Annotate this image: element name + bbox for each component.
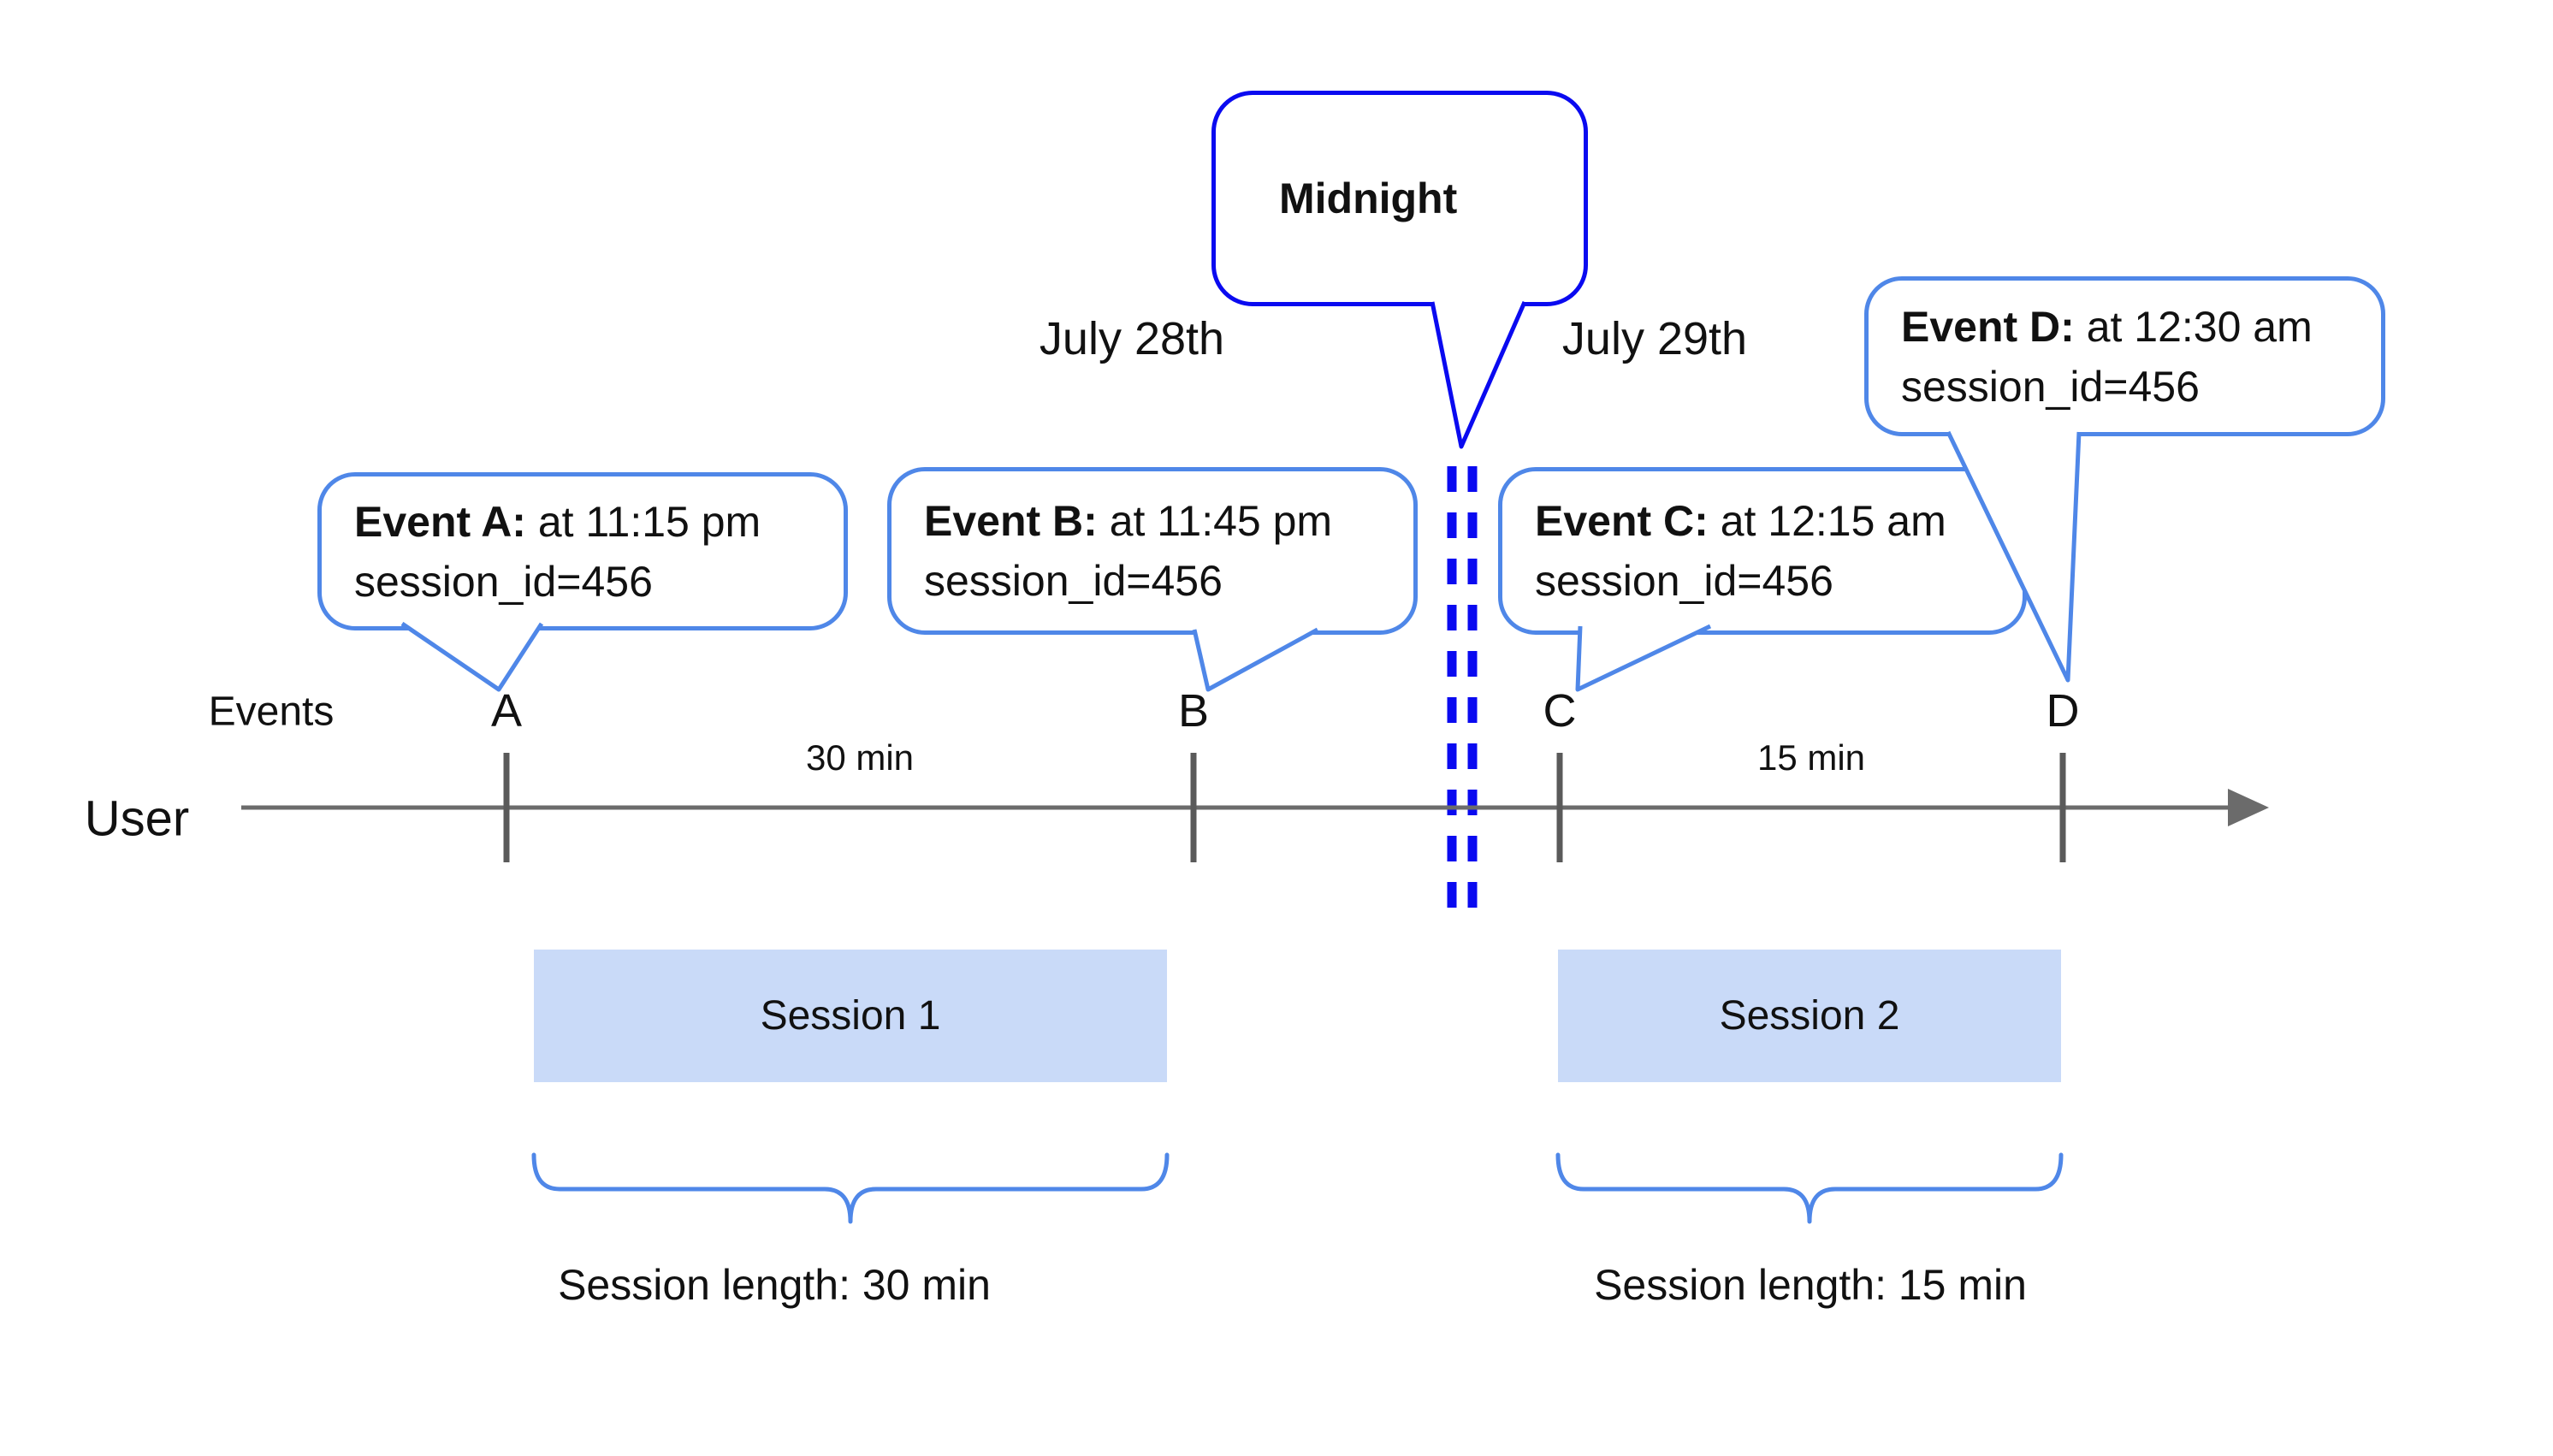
session-1-brace	[531, 1152, 1170, 1224]
session-2-label: Session 2	[1719, 993, 1900, 1039]
event-b-line1: Event B: at 11:45 pm	[924, 491, 1413, 551]
event-c-time: at 12:15 am	[1708, 497, 1946, 545]
midnight-callout-tail	[1430, 300, 1527, 449]
event-d-session-id: session_id=456	[1901, 362, 2200, 411]
event-b-callout-tail	[1192, 627, 1319, 692]
event-c-title: Event C:	[1535, 497, 1709, 545]
midnight-callout-bubble: Midnight	[1211, 91, 1588, 306]
event-b-title: Event B:	[924, 497, 1098, 545]
event-a-session-id: session_id=456	[354, 557, 653, 606]
event-c-callout-bubble: Event C: at 12:15 am session_id=456	[1498, 467, 2027, 635]
event-a-callout-bubble: Event A: at 11:15 pm session_id=456	[317, 472, 848, 630]
duration-label-30min: 30 min	[805, 737, 915, 778]
event-c-session-id: session_id=456	[1535, 557, 1833, 605]
duration-label-15min: 15 min	[1756, 737, 1866, 778]
date-label-july-28: July 28th	[1039, 313, 1225, 364]
events-axis-label: Events	[208, 689, 335, 735]
session-1-length-label: Session length: 30 min	[558, 1261, 991, 1309]
date-label-july-29: July 29th	[1561, 313, 1748, 364]
event-a-callout-tail	[400, 621, 544, 692]
session-2-box: Session 2	[1558, 950, 2061, 1082]
event-c-line1: Event C: at 12:15 am	[1535, 491, 2023, 551]
timeline-arrowhead-icon	[2228, 789, 2269, 826]
event-d-time: at 12:30 am	[2074, 302, 2313, 351]
event-a-title: Event A:	[354, 497, 526, 546]
event-c-callout-tail	[1575, 624, 1712, 692]
event-d-line1: Event D: at 12:30 am	[1901, 297, 2381, 357]
session-2-length-label: Session length: 15 min	[1594, 1261, 2027, 1309]
event-b-time: at 11:45 pm	[1097, 497, 1333, 545]
midnight-label: Midnight	[1279, 175, 1458, 222]
tick-label-c: C	[1543, 685, 1577, 737]
event-b-callout-bubble: Event B: at 11:45 pm session_id=456	[887, 467, 1418, 635]
event-b-session-id: session_id=456	[924, 557, 1223, 605]
session-2-brace	[1555, 1152, 2064, 1224]
user-axis-label: User	[84, 790, 190, 847]
event-a-time: at 11:15 pm	[525, 497, 761, 546]
tick-label-a: A	[490, 685, 523, 737]
session-1-box: Session 1	[534, 950, 1167, 1082]
session-1-label: Session 1	[760, 993, 941, 1039]
event-d-title: Event D:	[1901, 302, 2075, 351]
event-a-line1: Event A: at 11:15 pm	[354, 492, 844, 552]
tick-label-b: B	[1177, 685, 1210, 737]
tick-label-d: D	[2046, 685, 2080, 737]
event-d-callout-bubble: Event D: at 12:30 am session_id=456	[1864, 276, 2385, 436]
